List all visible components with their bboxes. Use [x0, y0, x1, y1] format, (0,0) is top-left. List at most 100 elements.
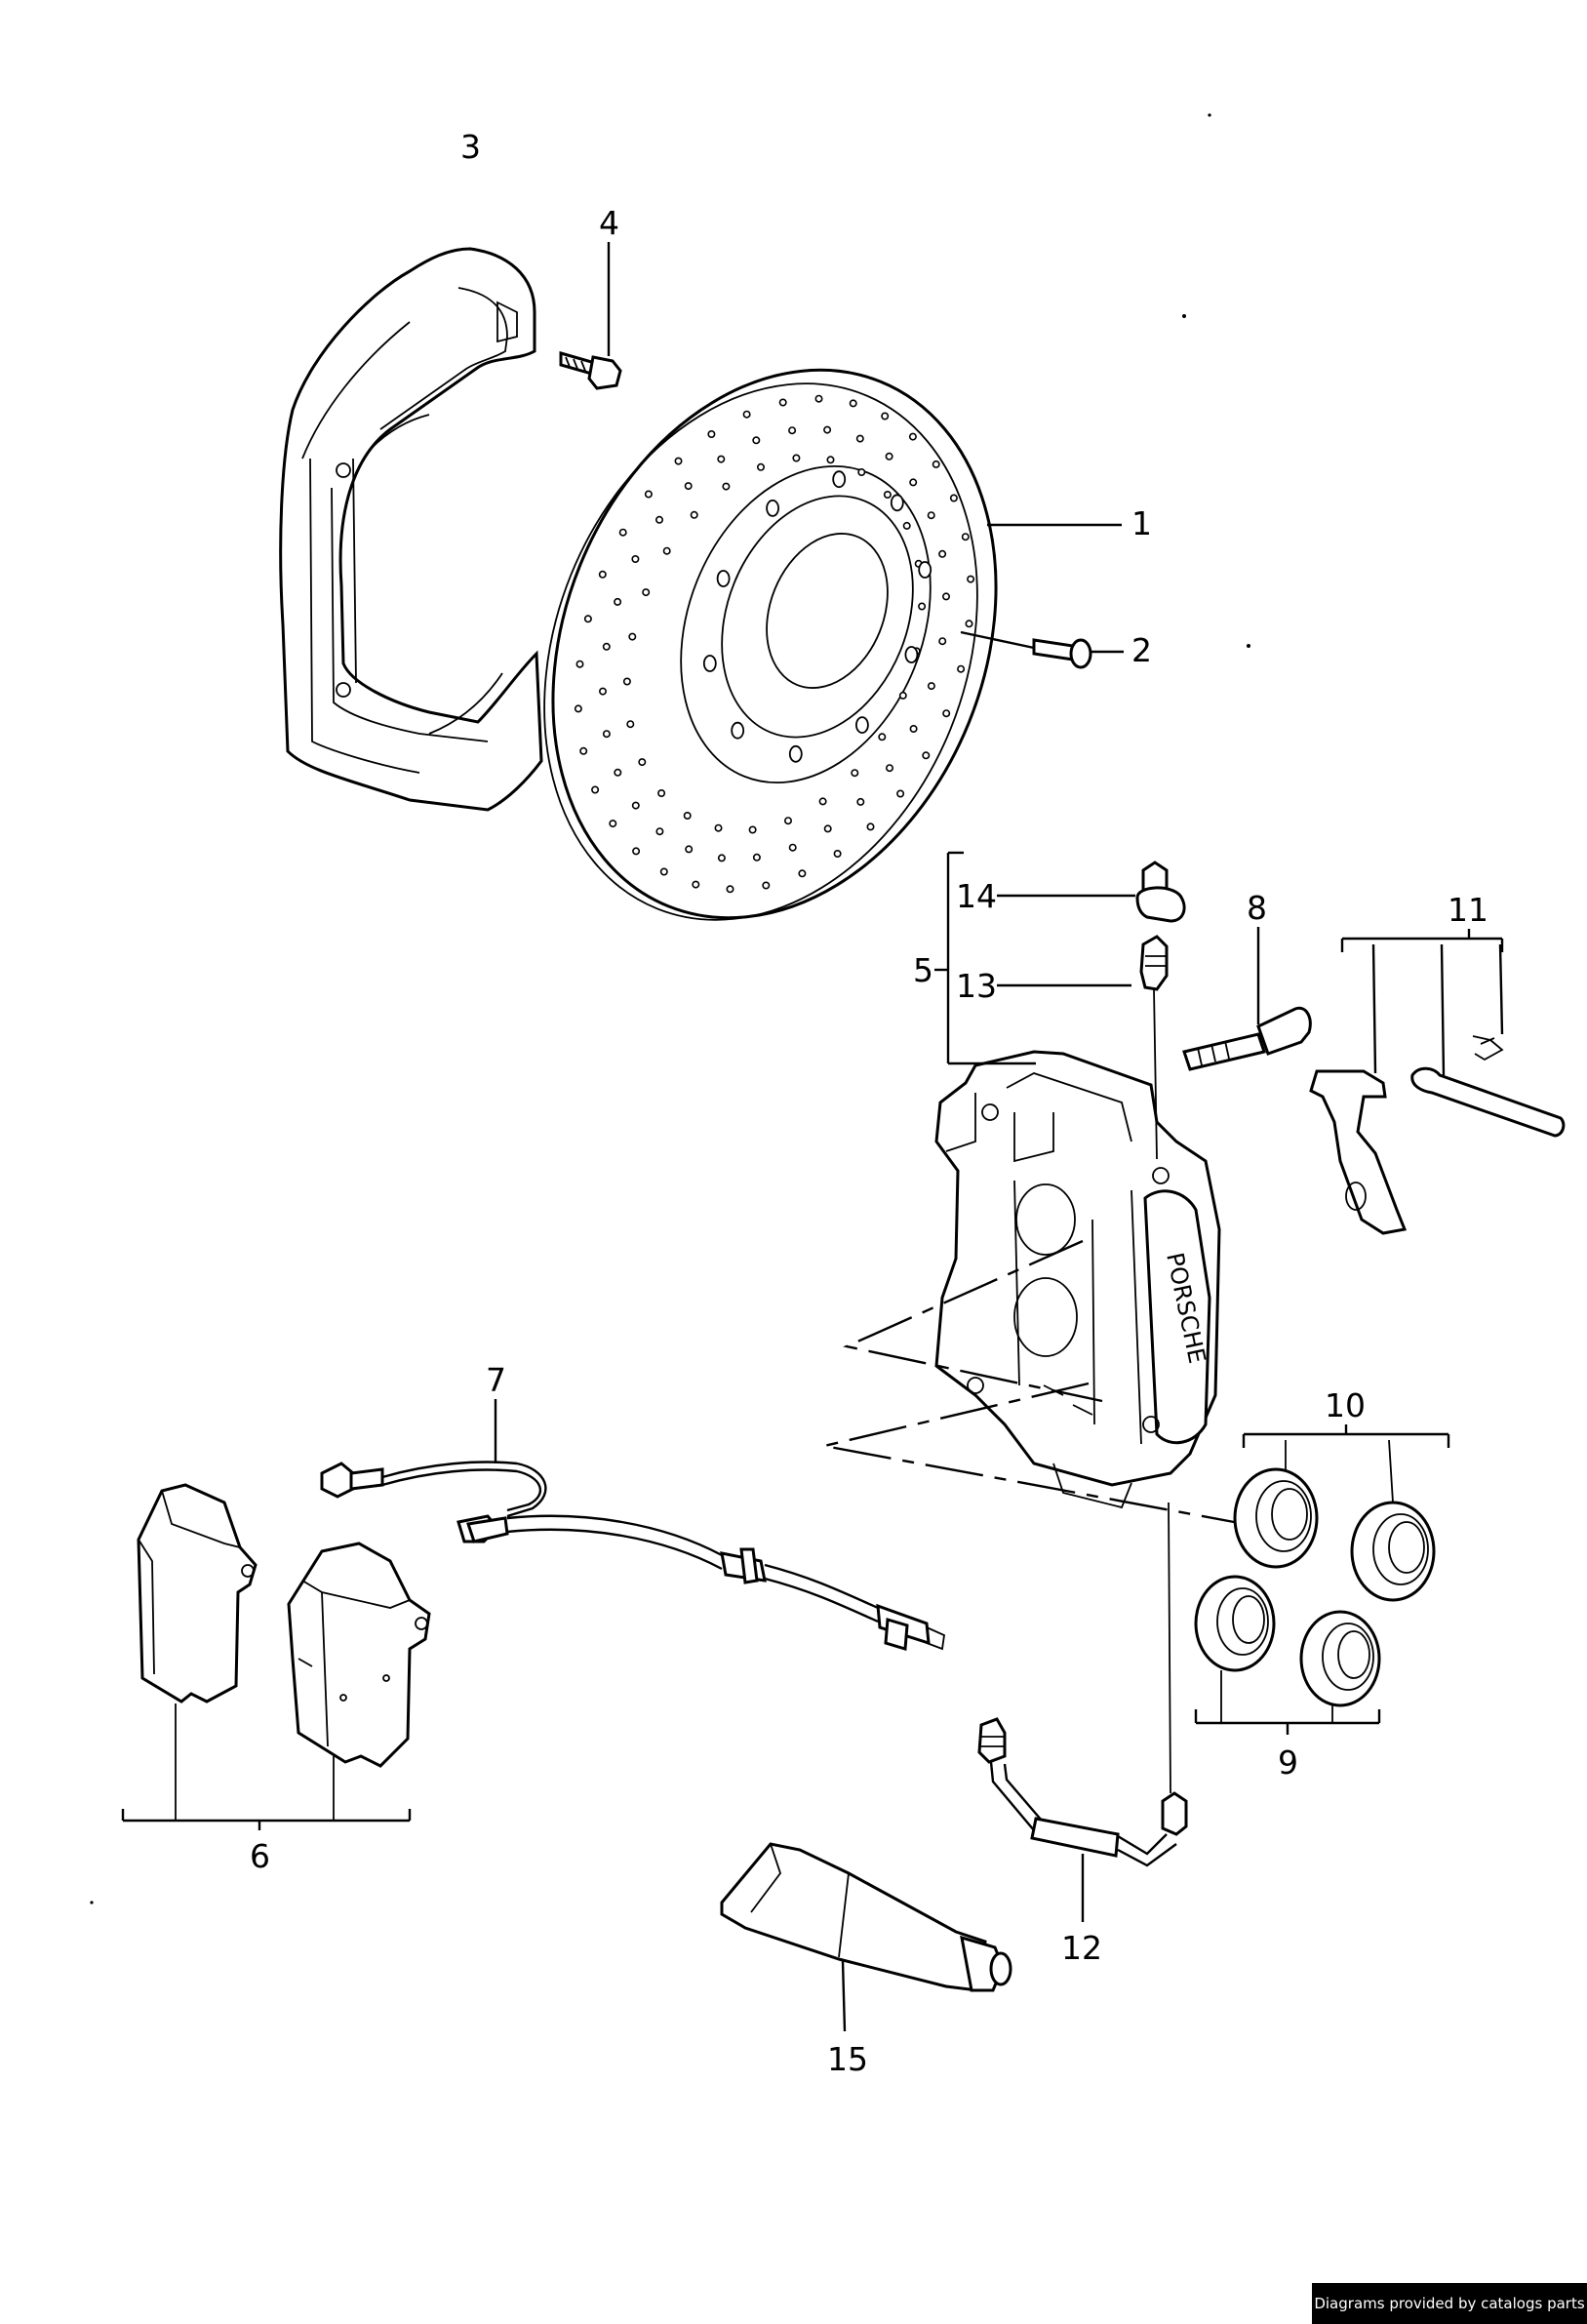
- disc-drill-hole: [722, 482, 731, 491]
- disc-drill-hole: [927, 511, 935, 520]
- disc-drill-hole: [932, 460, 940, 468]
- credit-banner: Diagrams provided by catalogs parts: [1312, 2283, 1587, 2324]
- disc-bolt-hole: [832, 470, 847, 489]
- disc-drill-hole: [714, 823, 723, 832]
- disc-drill-hole: [762, 881, 771, 890]
- disc-drill-hole: [614, 768, 622, 777]
- disc-drill-hole: [898, 691, 907, 700]
- part-13-bleeder-valve: [997, 935, 1169, 1160]
- disc-drill-hole: [752, 853, 761, 861]
- disc-drill-hole: [851, 769, 859, 778]
- disc-drill-hole: [798, 869, 807, 878]
- callout-3: 3: [460, 128, 481, 166]
- disc-drill-hole: [967, 575, 975, 583]
- disc-drill-hole: [659, 867, 668, 876]
- disc-bolt-hole: [716, 570, 731, 587]
- disc-drill-hole: [622, 677, 631, 686]
- disc-bolt-hole: [855, 716, 869, 734]
- disc-drill-hole: [591, 785, 600, 794]
- part-15-grease-tube: [720, 1842, 1012, 2032]
- disc-drill-hole: [885, 452, 893, 461]
- callout-8: 8: [1247, 889, 1267, 927]
- seal-10b: [1350, 1501, 1436, 1602]
- disc-drill-hole: [961, 533, 970, 541]
- part-10-piston-seals: [1233, 1424, 1450, 1602]
- disc-drill-hole: [684, 482, 693, 491]
- disc-drill-hole: [856, 797, 865, 806]
- part-11-retaining-kit: [1309, 929, 1566, 1235]
- callout-12: 12: [1061, 1929, 1102, 1967]
- disc-drill-hole: [818, 797, 827, 806]
- brake-pad-rear: [287, 1542, 431, 1768]
- disc-drill-hole: [657, 788, 666, 797]
- part-14-bleeder-cap: [997, 861, 1186, 923]
- disc-drill-hole: [823, 425, 832, 434]
- disc-drill-hole: [685, 845, 694, 854]
- disc-drill-hole: [609, 820, 617, 828]
- disc-drill-hole: [674, 457, 683, 465]
- disc-drill-hole: [902, 521, 911, 530]
- callout-9: 9: [1278, 1743, 1298, 1782]
- part-9-dust-boots: [1194, 1575, 1381, 1735]
- part-2-countersunk-screw: [960, 630, 1124, 669]
- disc-drill-hole: [618, 528, 627, 537]
- disc-drill-hole: [938, 549, 947, 558]
- disc-drill-hole: [857, 467, 866, 476]
- callout-11: 11: [1448, 891, 1488, 929]
- callout-13: 13: [956, 967, 997, 1005]
- disc-bolt-hole: [890, 494, 904, 512]
- disc-drill-hole: [579, 746, 588, 755]
- seal-9b: [1299, 1610, 1381, 1707]
- callout-10: 10: [1325, 1386, 1366, 1424]
- disc-drill-hole: [655, 827, 664, 836]
- part-4-bolt: [559, 242, 622, 390]
- disc-drill-hole: [574, 704, 582, 713]
- disc-drill-hole: [717, 854, 726, 862]
- disc-drill-hole: [909, 724, 918, 733]
- brake-pad-front: [137, 1483, 258, 1703]
- part-3-splash-shield: [279, 247, 543, 812]
- part-12-brake-line: [977, 1502, 1188, 1922]
- callout-5: 5: [913, 951, 933, 989]
- disc-drill-hole: [626, 720, 635, 729]
- disc-drill-hole: [788, 843, 797, 852]
- disc-drill-hole: [614, 597, 622, 606]
- disc-drill-hole: [938, 637, 947, 646]
- disc-drill-hole: [602, 730, 611, 739]
- disc-drill-hole: [788, 426, 797, 435]
- disc-drill-hole: [878, 733, 887, 741]
- disc-drill-hole: [826, 456, 835, 464]
- disc-drill-hole: [575, 660, 584, 668]
- disc-drill-hole: [692, 880, 700, 889]
- disc-drill-hole: [783, 817, 792, 825]
- disc-drill-hole: [683, 811, 692, 820]
- disc-drill-hole: [918, 602, 927, 611]
- disc-drill-hole: [942, 709, 951, 718]
- disc-drill-hole: [717, 455, 726, 463]
- callout-1: 1: [1131, 504, 1152, 542]
- disc-bolt-hole: [731, 721, 745, 740]
- disc-drill-hole: [662, 546, 671, 555]
- disc-drill-hole: [949, 494, 958, 502]
- callout-4: 4: [599, 204, 619, 242]
- disc-bolt-hole: [788, 744, 803, 763]
- disc-drill-hole: [631, 801, 640, 810]
- disc-drill-hole: [855, 434, 864, 443]
- disc-drill-hole: [631, 554, 640, 563]
- part-7-wear-sensor: [320, 1399, 945, 1651]
- disc-drill-hole: [638, 758, 647, 767]
- disc-drill-hole: [707, 429, 716, 438]
- disc-drill-hole: [965, 620, 973, 628]
- disc-drill-hole: [881, 412, 890, 421]
- seal-9a: [1194, 1575, 1276, 1672]
- part-5-brake-caliper: PORSCHE: [823, 1050, 1235, 1524]
- disc-drill-hole: [883, 490, 892, 499]
- disc-drill-hole: [583, 615, 592, 623]
- disc-drill-hole: [598, 687, 607, 696]
- callout-7: 7: [486, 1361, 506, 1399]
- disc-drill-hole: [602, 642, 611, 651]
- callout-15: 15: [827, 2040, 868, 2078]
- disc-drill-hole: [927, 682, 935, 691]
- disc-drill-hole: [690, 510, 698, 519]
